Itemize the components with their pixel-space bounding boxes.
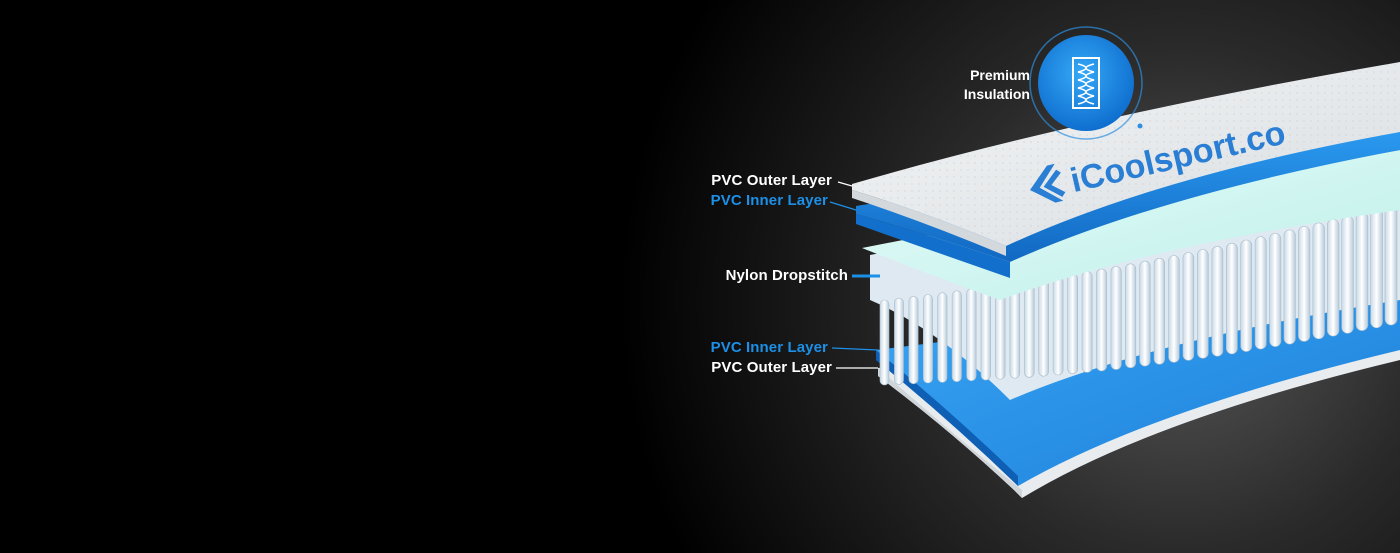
leader-top-outer xyxy=(837,181,853,187)
bottom-inner-layer xyxy=(876,280,1400,486)
dropstitch-fiber xyxy=(1052,275,1064,376)
label-top-inner-layer: PVC Inner Layer xyxy=(710,192,828,209)
dropstitch-fiber xyxy=(908,296,919,385)
dropstitch-fiber xyxy=(937,292,948,383)
dropstitch-fiber xyxy=(1182,252,1195,361)
dropstitch-fiber xyxy=(951,290,962,382)
badge-label-line2: Insulation xyxy=(963,86,1030,102)
badge-pointer-dot xyxy=(1137,123,1143,129)
dropstitch-fiber xyxy=(1254,236,1267,350)
dropstitch-fiber xyxy=(1240,239,1253,352)
dropstitch-fiber xyxy=(1355,211,1369,331)
label-bottom-inner-layer: PVC Inner Layer xyxy=(710,339,828,356)
dropstitch-fiber xyxy=(1298,226,1311,342)
dropstitch-fiber xyxy=(1341,215,1354,334)
dropstitch-fiber xyxy=(1067,273,1078,374)
top-outer-edge xyxy=(852,190,1006,256)
badge-ring xyxy=(1029,26,1143,140)
dropstitch-fiber xyxy=(1139,260,1151,367)
leader-top-inner xyxy=(829,201,857,211)
dropstitch-fiber xyxy=(894,297,904,385)
leader-lines xyxy=(829,181,880,369)
bottom-inner-edge xyxy=(876,350,1018,486)
insulation-coil-icon xyxy=(1072,57,1100,109)
dropstitch-fiber xyxy=(1312,222,1325,340)
insulation-badge xyxy=(1029,26,1143,140)
dropstitch-fiber xyxy=(1269,233,1282,347)
dropstitch-fiber xyxy=(922,294,933,384)
badge-label-line1: Premium xyxy=(970,67,1030,83)
dropstitch-fiber xyxy=(1168,255,1180,363)
dropstitch-fiber xyxy=(1327,219,1340,337)
logo-mark-inner-icon xyxy=(1043,169,1066,197)
dropstitch-fiber xyxy=(1024,280,1035,378)
dropstitch-fiber xyxy=(1081,271,1093,373)
dropstitch-fiber xyxy=(1153,257,1165,365)
dropstitch-fiber xyxy=(1384,204,1398,326)
dropstitch-fiber xyxy=(1110,266,1122,370)
badge-label: Premium Insulation xyxy=(940,66,1030,104)
logo-mark-icon xyxy=(1030,163,1064,203)
dropstitch-fiber xyxy=(1226,242,1238,355)
dropstitch-fiber xyxy=(879,299,890,386)
leader-bottom-inner xyxy=(831,347,879,351)
dropstitch-fiber xyxy=(980,286,991,381)
bottom-outer-edge xyxy=(878,368,1022,498)
top-inner-edge xyxy=(856,214,1010,278)
label-top-outer-layer: PVC Outer Layer xyxy=(711,172,832,189)
dropstitch-fiber xyxy=(1038,278,1049,377)
dropstitch-fiber xyxy=(1283,229,1296,345)
label-bottom-outer-layer: PVC Outer Layer xyxy=(711,359,832,376)
dropstitch-fiber xyxy=(1197,249,1209,359)
dropstitch-fiber xyxy=(1211,246,1224,357)
dropstitch-fiber xyxy=(966,288,977,382)
top-outer-texture xyxy=(852,62,1400,246)
dropstitch-fiber xyxy=(1125,263,1137,369)
dropstitch-fiber xyxy=(1096,268,1108,372)
dropstitch-fiber xyxy=(1009,282,1021,379)
dropstitch-fiber xyxy=(1370,208,1383,329)
label-nylon-dropstitch: Nylon Dropstitch xyxy=(725,267,848,284)
